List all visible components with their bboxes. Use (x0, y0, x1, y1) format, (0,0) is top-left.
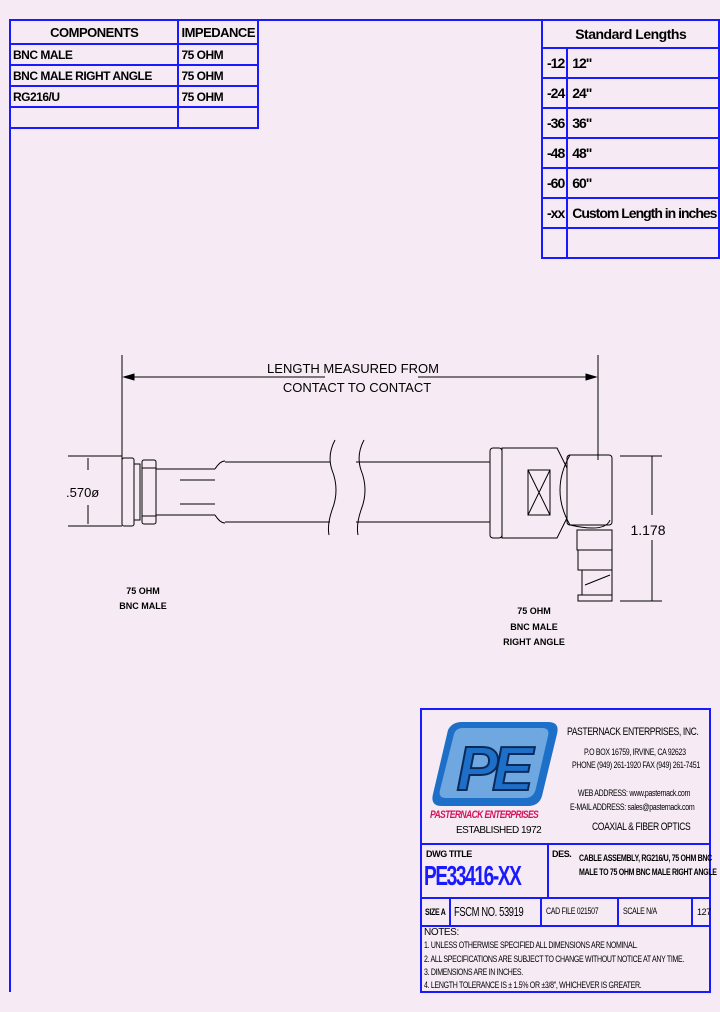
standard-lengths-header: Standard Lengths (540, 19, 720, 49)
cad-file: CAD FILE 021507 (546, 906, 599, 916)
diameter-label: .570ø (66, 485, 99, 500)
left-connector-label: 75 OHM (126, 586, 160, 596)
column-header-impedance: IMPEDANCE (177, 19, 259, 45)
impedance-cell: 75 OHM (177, 43, 259, 66)
note-item: 2. ALL SPECIFICATIONS ARE SUBJECT TO CHA… (424, 954, 685, 964)
component-cell (8, 106, 180, 129)
company-email: E-MAIL ADDRESS: sales@pasternack.com (570, 802, 695, 812)
divider (422, 897, 711, 899)
drawing-frame (9, 19, 710, 992)
divider (691, 897, 693, 925)
column-header-components: COMPONENTS (8, 19, 180, 45)
length-cell: 48" (566, 137, 720, 169)
length-cell: Custom Length in inches (566, 197, 720, 229)
impedance-cell (177, 106, 259, 129)
length-cell: 60" (566, 167, 720, 199)
right-connector-label: RIGHT ANGLE (503, 637, 565, 647)
length-dimension-arrow (122, 373, 598, 381)
table-header-row: Standard Lengths (540, 19, 720, 49)
description-line2: MALE TO 75 OHM BNC MALE RIGHT ANGLE (579, 867, 717, 877)
company-web: WEB ADDRESS: www.pasternack.com (578, 788, 691, 798)
left-connector-label: BNC MALE (119, 601, 167, 611)
suffix-cell: -48 (540, 137, 569, 169)
component-cell: RG216/U (8, 85, 180, 108)
title-block: PE PASTERNACK ENTERPRISES ESTABLISHED 19… (420, 708, 717, 993)
size: SIZE A (425, 907, 446, 917)
table-header-row: COMPONENTS IMPEDANCE (8, 19, 259, 45)
divider (422, 925, 711, 927)
length-cell: 36" (566, 107, 720, 139)
divider (449, 897, 451, 925)
bnc-male-right-angle-connector (489, 447, 613, 602)
divider (540, 897, 542, 925)
suffix-cell: -60 (540, 167, 569, 199)
height-dimension (620, 455, 662, 602)
note-item: 3. DIMENSIONS ARE IN INCHES. (424, 967, 523, 977)
company-phone: PHONE (949) 261-1920 FAX (949) 261-7451 (572, 760, 700, 770)
length-cell (566, 227, 720, 259)
component-cell: BNC MALE (8, 43, 180, 66)
length-label-line1: LENGTH MEASURED FROM (267, 361, 439, 376)
established: ESTABLISHED 1972 (456, 825, 542, 836)
part-number: PE33416-XX (424, 860, 522, 891)
note-item: 4. LENGTH TOLERANCE IS ± 1.5% OR ±3/8", … (424, 980, 642, 990)
suffix-cell (540, 227, 569, 259)
dwg-title-label: DWG TITLE (426, 849, 472, 859)
length-cell: 24" (566, 77, 720, 109)
impedance-cell: 75 OHM (177, 85, 259, 108)
fscm-number: FSCM NO. 53919 (454, 904, 524, 919)
company-address: P.O BOX 16759, IRVINE, CA 92623 (584, 747, 686, 757)
height-label: 1.178 (630, 522, 665, 538)
length-label-line2: CONTACT TO CONTACT (283, 380, 431, 395)
description-line1: CABLE ASSEMBLY, RG216/U, 75 OHM BNC (579, 853, 712, 863)
tagline: COAXIAL & FIBER OPTICS (592, 821, 691, 833)
table-row (8, 106, 259, 129)
bnc-male-connector (68, 455, 226, 527)
impedance-cell: 75 OHM (177, 64, 259, 87)
length-cell: 12" (566, 47, 720, 79)
suffix-cell: -24 (540, 77, 569, 109)
suffix-cell: -12 (540, 47, 569, 79)
note-item: 1. UNLESS OTHERWISE SPECIFIED ALL DIMENS… (424, 940, 638, 950)
des-label: DES. (552, 849, 572, 859)
cable-rg216 (225, 439, 490, 536)
divider (422, 843, 711, 845)
suffix-cell: -36 (540, 107, 569, 139)
logo-letters: PE (457, 735, 535, 804)
scale: SCALE N/A (623, 906, 657, 916)
pasternack-logo: PE (432, 722, 558, 806)
logo-brand: PASTERNACK ENTERPRISES (430, 809, 539, 821)
divider (547, 843, 549, 897)
divider (617, 897, 619, 925)
suffix-cell: -xx (540, 197, 569, 229)
notes-label: NOTES: (424, 927, 459, 938)
right-connector-label: BNC MALE (510, 622, 558, 632)
table-row (540, 227, 720, 259)
right-connector-label: 75 OHM (517, 606, 551, 616)
component-cell: BNC MALE RIGHT ANGLE (8, 64, 180, 87)
cable-assembly-drawing: LENGTH MEASURED FROM CONTACT TO CONTACT … (66, 355, 666, 647)
sheet-number: 127 (697, 907, 711, 917)
company-name: PASTERNACK ENTERPRISES, INC. (567, 726, 699, 738)
